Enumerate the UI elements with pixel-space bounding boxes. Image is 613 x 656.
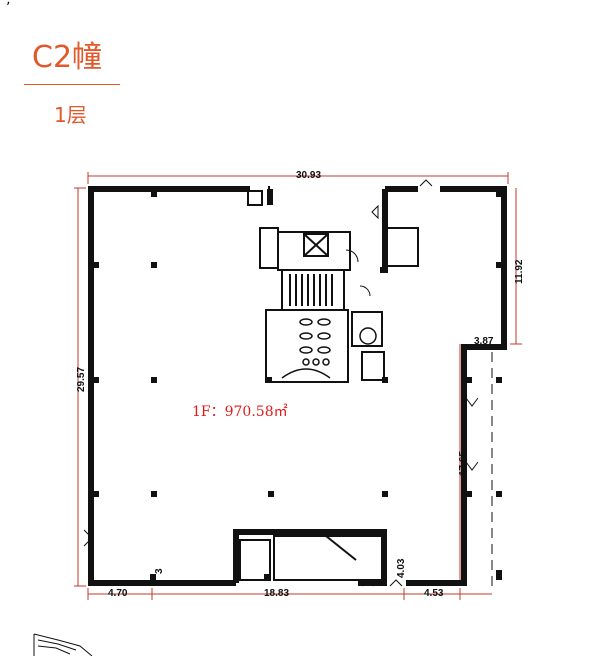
floor-label: 1层: [54, 103, 87, 127]
dim-right-upper: 11.92: [514, 259, 525, 284]
dim-top-width: 30.93: [296, 170, 321, 181]
dim-right-lower: 17.65: [458, 451, 469, 476]
dim-right-step: 3.87: [474, 336, 494, 347]
dim-bottom-left: 4.70: [108, 588, 128, 599]
building-title: C2幢: [32, 40, 103, 75]
core-walls: [239, 190, 419, 581]
corner-mark: ʼ: [6, 0, 11, 16]
dimension-lines: [74, 172, 522, 600]
dim-bottom-small-left: 3: [154, 568, 165, 574]
floor-area-label: 1F：970.58㎡: [192, 404, 288, 420]
dim-bottom-small-right: 4.03: [396, 558, 407, 578]
toilet-fixtures: [281, 318, 377, 379]
outer-walls: [88, 186, 507, 586]
dim-left-height: 29.57: [76, 367, 87, 392]
compass-symbol: [33, 633, 93, 656]
dim-bottom-mid: 18.83: [264, 588, 289, 599]
door-swings: [83, 179, 479, 587]
dim-bottom-right: 4.53: [424, 588, 444, 599]
structural-columns: [93, 191, 502, 580]
title-underline: [24, 84, 120, 85]
